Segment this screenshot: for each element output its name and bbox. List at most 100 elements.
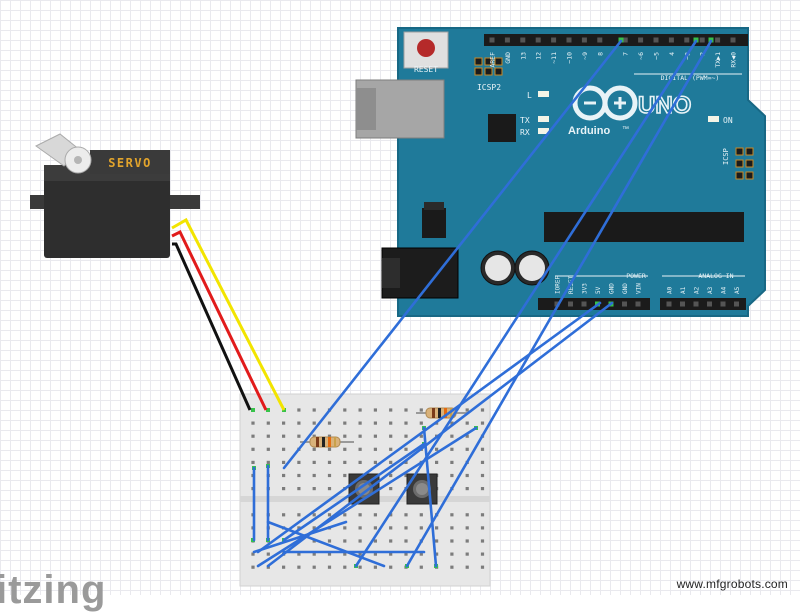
digital-pin[interactable] (622, 37, 628, 43)
breadboard-hole (251, 552, 255, 556)
digital-pin[interactable] (699, 37, 705, 43)
analog-pin[interactable] (734, 301, 739, 307)
analog-pin[interactable] (720, 301, 726, 307)
wire-resistor-link-1[interactable] (256, 426, 478, 568)
breadboard-hole (327, 552, 332, 556)
wire-d8-to-breadboard[interactable] (282, 39, 623, 470)
pushbutton-2[interactable] (406, 473, 438, 505)
digital-pin[interactable] (581, 37, 587, 43)
digital-pin[interactable] (535, 37, 541, 43)
arduino-tm: ™ (622, 126, 629, 133)
digital-pin[interactable] (489, 37, 495, 43)
digital-pin[interactable] (566, 37, 572, 43)
analog-header-strip (660, 298, 746, 310)
wire-resistor-link-2[interactable] (282, 442, 426, 542)
breadboard-hole (297, 408, 301, 412)
breadboard-hole (389, 487, 393, 491)
breadboard-hole (465, 565, 469, 569)
breadboard-hole (480, 552, 485, 556)
digital-pin[interactable] (684, 37, 690, 43)
digital-pin-label: 8 (596, 52, 604, 56)
breadboard-hole (266, 552, 270, 556)
servo-signal-wire[interactable] (171, 217, 286, 411)
servo-motor[interactable]: SERVO (30, 133, 200, 258)
breadboard-hole (450, 526, 454, 530)
breadboard-hole (358, 552, 362, 556)
wire-d2-to-breadboard[interactable] (405, 39, 713, 568)
digital-pin[interactable] (638, 37, 644, 43)
breadboard-hole (297, 460, 301, 464)
breadboard-hole (312, 460, 316, 464)
servo-power-wire[interactable] (171, 229, 268, 411)
breadboard-hole (297, 552, 301, 556)
breadboard-hole (419, 434, 423, 438)
breadboard-hole (450, 460, 454, 464)
digital-pin-label: ~9 (581, 52, 589, 60)
breadboard-hole (327, 513, 332, 517)
breadboard-hole (465, 487, 469, 491)
led-l (538, 91, 549, 97)
digital-pin[interactable] (504, 37, 510, 43)
analog-pin[interactable] (707, 301, 712, 307)
breadboard-hole (465, 539, 469, 543)
analog-pin[interactable] (666, 301, 672, 307)
digital-pin[interactable] (730, 37, 736, 43)
breadboard-hole (312, 526, 316, 530)
power-pin[interactable] (554, 301, 560, 307)
digital-pin-label: TX▶1 (714, 52, 722, 68)
digital-pin-label: 7 (622, 52, 630, 56)
breadboard-hole (343, 552, 347, 556)
breadboard-hole (480, 460, 485, 464)
breadboard-hole (312, 473, 316, 478)
capacitor-2-top (519, 255, 545, 281)
digital-pin-label: ~5 (653, 52, 661, 60)
breadboard-hole (358, 513, 362, 517)
wire-d3-to-breadboard[interactable] (354, 39, 698, 568)
reset-button-cap[interactable] (417, 39, 435, 57)
breadboard-hole (480, 513, 485, 517)
breadboard-hole (297, 473, 301, 478)
breadboard-hole (358, 539, 362, 543)
servo-shaft-hub (74, 156, 82, 164)
power-pin[interactable] (635, 301, 641, 307)
digital-pin[interactable] (597, 37, 603, 43)
analog-pin[interactable] (680, 301, 685, 307)
breadboard-hole (435, 526, 439, 530)
wire-button-link[interactable] (422, 426, 438, 568)
power-pin[interactable] (568, 301, 573, 307)
power-pin[interactable] (622, 301, 627, 307)
power-label: POWER (626, 272, 646, 280)
breadboard-hole (282, 513, 286, 517)
breadboard-hole (404, 473, 408, 478)
breadboard-hole (480, 487, 485, 491)
digital-pin-label: ~6 (637, 52, 645, 60)
breadboard-hole (327, 434, 332, 438)
power-pin-label: 3V3 (582, 283, 589, 294)
icsp-pin (735, 171, 744, 180)
resistor-1[interactable] (300, 436, 354, 448)
wire-bottom-3[interactable] (252, 520, 348, 554)
digital-pin[interactable] (653, 37, 659, 43)
digital-pin[interactable] (551, 37, 557, 43)
digital-pin[interactable] (520, 37, 526, 43)
breadboard-hole (327, 539, 332, 543)
icsp2-pin (484, 67, 493, 76)
breadboard-hole (419, 513, 423, 517)
breadboard-hole (450, 434, 454, 438)
power-pin[interactable] (581, 301, 587, 307)
wire-bottom-1[interactable] (266, 520, 386, 568)
digital-pin[interactable] (668, 37, 674, 43)
breadboard-hole (266, 460, 270, 464)
digital-pin-label: 13 (519, 52, 527, 60)
breadboard-hole (373, 526, 377, 530)
analog-pin-label: A3 (707, 286, 714, 294)
breadboard-hole (404, 408, 408, 412)
breadboard-hole (419, 552, 423, 556)
servo-ground-wire[interactable] (172, 242, 252, 411)
breadboard-hole (312, 552, 316, 556)
wire-5v-to-breadboard[interactable] (256, 301, 602, 554)
digital-pin[interactable] (715, 37, 721, 43)
analog-pin[interactable] (693, 301, 699, 307)
breadboard-hole (312, 434, 316, 438)
